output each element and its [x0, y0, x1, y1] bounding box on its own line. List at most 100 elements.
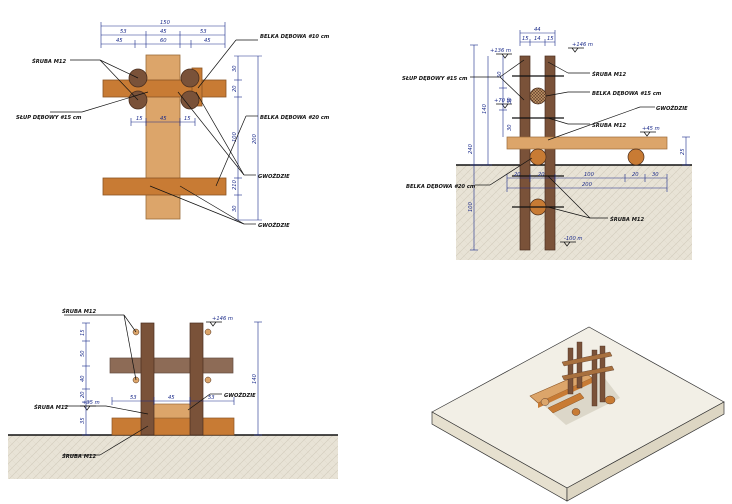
dim2-h3: 100 — [584, 172, 595, 178]
view1-log-end-tr — [180, 68, 200, 88]
view3-label-nails: GWOŹDZIE — [224, 392, 256, 399]
view1-label-beam20: BELKA DĘBOWA #20 cm — [260, 115, 330, 121]
dim-bot-left: 45 — [116, 38, 123, 44]
view1-label-post: SŁUP DĘBOWY #15 cm — [16, 115, 82, 121]
dim-v5: 30 — [232, 205, 238, 212]
lev2-minus100: -100 m — [564, 236, 582, 242]
lev2-146: +146 m — [572, 42, 593, 48]
view3-horizontal-dimensions: 53 45 53 — [111, 395, 235, 405]
dim-bot-mid: 60 — [160, 38, 167, 44]
view1-top-dimensions: 150 53 45 53 45 60 45 — [100, 20, 226, 48]
view1-elevation: 150 53 45 53 45 60 45 15 45 15 — [16, 20, 330, 229]
dim3-h1: 53 — [130, 395, 137, 401]
dim-mid-left: 15 — [136, 116, 143, 122]
iso-post-2 — [576, 341, 583, 389]
dim-v1: 30 — [232, 65, 238, 72]
iso-post-3 — [591, 349, 598, 407]
view1-log-end-br — [180, 90, 200, 110]
iso-log-end-3 — [571, 408, 581, 416]
dim3-h2: 45 — [168, 395, 175, 401]
dim2-t3: 15 — [547, 36, 554, 42]
dim2-h4: 20 — [632, 172, 639, 178]
view3-bolt-dot-4 — [204, 376, 212, 384]
view2-label-bolt1: ŚRUBA M12 — [592, 71, 626, 78]
view2-label-beam20: BELKA DĘBOWA #20 cm — [406, 184, 476, 190]
view2-horizontal-dimensions: 20 20 100 20 30 200 — [506, 172, 668, 192]
iso-post-1 — [567, 347, 574, 395]
dim2-h2: 20 — [538, 172, 545, 178]
view1-label-bolt: ŚRUBA M12 — [32, 58, 66, 65]
dim2-v-total: 240 — [468, 143, 474, 154]
dim3-v-total: 140 — [252, 373, 258, 384]
dim-v-total: 200 — [252, 133, 258, 144]
view2-label-post: SŁUP DĘBOWY #15 cm — [402, 76, 468, 82]
view2-label-beam15: BELKA DĘBOWA #15 cm — [592, 91, 662, 97]
iso-log-end-1 — [604, 395, 616, 405]
view3-post-right — [189, 322, 204, 436]
view2-label-nails: GWOŹDZIE — [656, 105, 688, 112]
dim3-v5: 35 — [80, 417, 86, 424]
dim2-h-total: 200 — [582, 182, 593, 188]
dim2-top: 44 — [534, 27, 541, 33]
view3-post-left — [140, 322, 155, 436]
view3-mid-beam — [109, 357, 234, 374]
view3-label-bolt2: ŚRUBA M12 — [34, 404, 68, 411]
view2-log-end-right — [627, 148, 645, 166]
view3-leaders — [64, 314, 222, 456]
view2-right-dimension: 25 — [680, 136, 690, 166]
iso-cross-beam-1 — [561, 351, 613, 367]
view3-label-bolt3: ŚRUBA M12 — [62, 453, 96, 460]
lev2-45: +45 m — [642, 126, 660, 132]
dim-mid-mid: 45 — [160, 116, 167, 122]
dim3-v2: 50 — [80, 350, 86, 357]
view1-label-beam10: BELKA DĘBOWA #10 cm — [260, 34, 330, 40]
iso-log-end-2 — [540, 398, 550, 406]
iso-cross-beam-2 — [561, 365, 615, 381]
view1-label-nails1: GWOŹDZIE — [258, 173, 290, 180]
dim2-t1: 15 — [522, 36, 529, 42]
dim3-h3: 53 — [208, 395, 215, 401]
view1-right-dimensions: 30 20 100 210 30 200 — [232, 55, 262, 221]
view3-soil — [8, 435, 338, 479]
view3-right-dimension: 140 — [252, 321, 262, 436]
dim2-h5: 30 — [652, 172, 659, 178]
dim2-v2: 30 — [507, 97, 513, 104]
dim-top-mid: 45 — [160, 29, 167, 35]
view3-bottom-beam — [111, 417, 235, 436]
dim3-v1: 15 — [80, 329, 86, 336]
view1-leaders — [50, 39, 258, 225]
view2-post-right — [544, 55, 556, 251]
dim2-v-below: 100 — [468, 201, 474, 212]
dim3-v4: 20 — [80, 391, 86, 398]
view2-log-end-mid — [529, 148, 547, 166]
dim-v2: 20 — [232, 85, 238, 92]
view4-isometric — [431, 326, 725, 502]
view2-left-dimensions: 240 100 140 50 30 30 — [468, 44, 513, 251]
view3-seat-block — [149, 403, 191, 419]
view1-mid-dimensions: 15 45 15 — [130, 116, 196, 126]
dim2-right-v: 25 — [680, 148, 686, 155]
view2-post-left — [519, 55, 531, 251]
dim2-t2: 14 — [534, 36, 541, 42]
dim-top-right: 53 — [200, 29, 207, 35]
dim2-v1: 50 — [497, 71, 503, 78]
dim-bot-right: 45 — [204, 38, 211, 44]
view3-front-elevation: +146 m +35 m 15 50 40 20 35 140 — [8, 308, 338, 479]
iso-base-log — [547, 392, 585, 414]
lev3-146: +146 m — [212, 316, 233, 322]
view2-section: 44 15 14 15 +136 m +146 m +70 m +45 m -1… — [402, 27, 692, 260]
view3-left-dimensions: 15 50 40 20 35 — [80, 322, 90, 436]
lev2-136: +136 m — [490, 48, 511, 54]
view1-label-nails2: GWOŹDZIE — [258, 222, 290, 229]
view3-bolt-dot-2 — [204, 328, 212, 336]
dim-mid-right: 15 — [184, 116, 191, 122]
view2-top-dimensions: 44 15 14 15 — [519, 27, 556, 46]
dim-top-left: 53 — [120, 29, 127, 35]
dim-v4: 210 — [232, 179, 238, 190]
view2-seat-beam — [506, 136, 668, 150]
iso-post-4 — [599, 345, 606, 403]
dim-total-width: 150 — [160, 20, 171, 26]
view1-bottom-beam — [102, 177, 227, 196]
dim-v3: 100 — [232, 131, 238, 142]
